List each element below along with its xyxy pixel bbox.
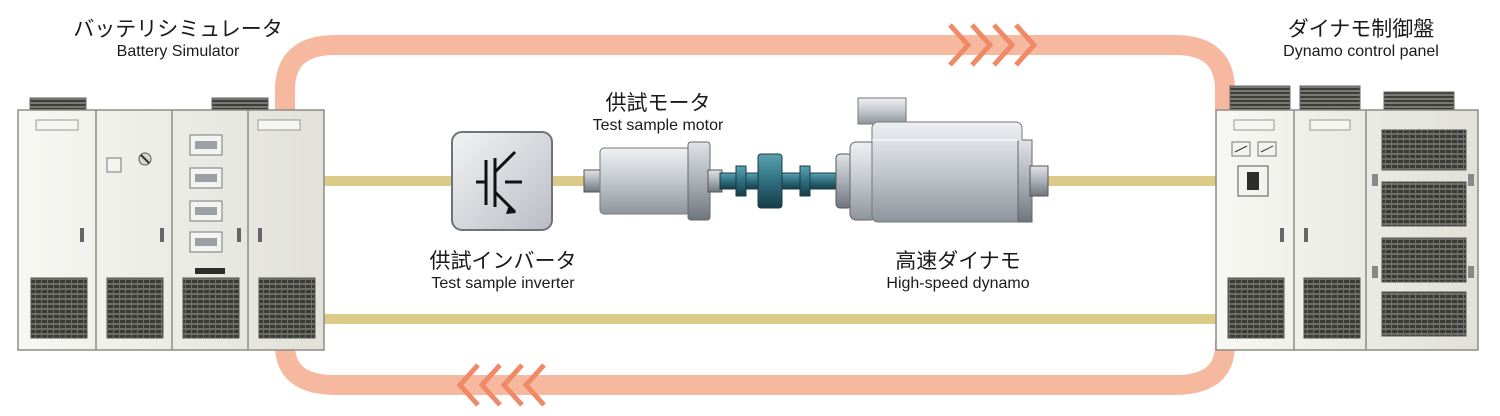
- dynamo-control-panel-label: ダイナモ制御盤 Dynamo control panel: [1236, 16, 1486, 62]
- test-sample-inverter-en: Test sample inverter: [431, 275, 575, 292]
- cables: [322, 176, 1216, 324]
- power-loop: [275, 35, 1235, 395]
- test-sample-inverter-jp: 供試インバータ: [429, 249, 577, 273]
- dynamo-control-panel-jp: ダイナモ制御盤: [1287, 17, 1435, 41]
- battery-simulator-jp: バッテリシミュレータ: [73, 17, 283, 41]
- high-speed-dynamo-en: High-speed dynamo: [886, 275, 1030, 292]
- high-speed-dynamo-label: 高速ダイナモ High-speed dynamo: [848, 248, 1068, 294]
- test-sample-motor-label: 供試モータ Test sample motor: [558, 90, 758, 136]
- test-sample-motor-en: Test sample motor: [592, 117, 724, 134]
- coupling-shaft: [719, 153, 839, 209]
- power-flow-arrows-left: [456, 363, 546, 407]
- battery-simulator-cabinet: [17, 97, 325, 351]
- power-flow-arrows-right: [948, 23, 1038, 67]
- test-sample-inverter-label: 供試インバータ Test sample inverter: [388, 248, 618, 294]
- dynamo-control-panel-en: Dynamo control panel: [1283, 43, 1439, 60]
- high-speed-dynamo-jp: 高速ダイナモ: [895, 249, 1021, 273]
- test-sample-inverter-box: [451, 131, 553, 231]
- test-sample-motor: [583, 141, 723, 221]
- battery-simulator-label: バッテリシミュレータ Battery Simulator: [48, 16, 308, 62]
- high-speed-dynamo: [835, 97, 1049, 223]
- test-sample-motor-jp: 供試モータ: [605, 91, 711, 115]
- dynamo-control-panel-cabinet: [1215, 85, 1479, 351]
- battery-simulator-en: Battery Simulator: [116, 43, 240, 60]
